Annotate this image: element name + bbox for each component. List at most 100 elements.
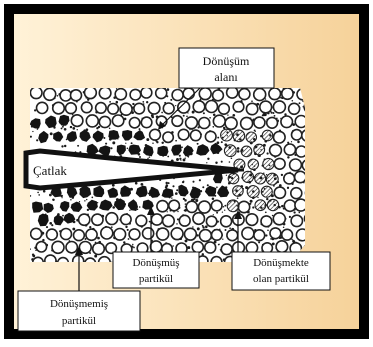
grain-dot [205, 225, 208, 228]
grain-dot [203, 112, 205, 114]
transforming-particle [233, 130, 245, 142]
untransformed-particle [274, 187, 285, 198]
grain-dot [146, 101, 148, 103]
untransformed-particle [183, 88, 194, 99]
untransformed-particle [157, 228, 169, 240]
untransformed-particle [291, 215, 302, 226]
grain-dot [132, 103, 134, 105]
untransformed-particle [254, 89, 266, 101]
grain-dot [133, 247, 135, 249]
grain-dot [129, 210, 130, 211]
untransformed-particle [205, 242, 216, 253]
grain-dot [213, 214, 214, 215]
grain-dot [270, 238, 272, 240]
untransformed-particle [186, 117, 198, 129]
untransformed-particle [290, 159, 302, 171]
grain-dot [231, 157, 233, 159]
grain-dot [266, 174, 267, 175]
untransformed-particle [221, 216, 232, 227]
grain-dot [237, 150, 240, 153]
grain-dot [127, 229, 129, 231]
grain-dot [183, 181, 185, 183]
untransformed-particle [66, 242, 77, 253]
untransformed-particle [129, 229, 140, 240]
grain-dot [32, 254, 35, 257]
transforming-particle [224, 145, 236, 157]
grain-dot [217, 141, 220, 144]
grain-dot [217, 137, 219, 139]
grain-dot [202, 186, 204, 188]
untransformed-particle [148, 102, 160, 114]
grain-dot [185, 158, 186, 159]
untransformed-particle [241, 117, 253, 129]
grain-dot [91, 197, 93, 199]
grain-dot [109, 128, 111, 130]
untransformed-particle [199, 118, 210, 129]
untransformed-particle [246, 103, 257, 114]
untransformed-particle [81, 102, 92, 113]
untransformed-particle [289, 103, 300, 114]
grain-dot [176, 223, 178, 225]
untransformed-particle [190, 130, 201, 141]
grain-dot [251, 100, 253, 102]
untransformed-particle [225, 117, 237, 129]
grain-dot [287, 187, 289, 189]
untransformed-particle [44, 88, 56, 100]
grain-dot [64, 128, 67, 131]
grain-dot [141, 183, 144, 186]
grain-dot [183, 115, 185, 117]
transforming-particle [241, 146, 252, 157]
grain-dot [215, 162, 217, 164]
grain-dot [166, 185, 168, 187]
untransformed-particle [66, 103, 77, 114]
grain-dot [207, 184, 209, 186]
grain-dot [109, 101, 111, 103]
grain-dot [156, 141, 158, 143]
grain-dot [86, 199, 87, 200]
grain-dot [287, 156, 289, 158]
grain-dot [227, 114, 228, 115]
untransformed-particle [101, 227, 113, 239]
grain-dot [167, 211, 168, 212]
grain-dot [289, 216, 291, 218]
grain-dot [232, 114, 235, 117]
grain-dot [297, 141, 300, 144]
grain-dot [183, 158, 186, 161]
grain-dot [292, 100, 294, 102]
grain-dot [179, 158, 181, 160]
untransformed-particle [108, 104, 119, 115]
grain-dot [229, 227, 231, 229]
grain-dot [139, 128, 141, 130]
untransformed-particle [130, 89, 141, 100]
untransformed-particle [233, 101, 244, 112]
grain-dot [192, 111, 195, 114]
grain-dot [116, 101, 119, 104]
grain-dot [283, 226, 285, 228]
transformed-label-line1: Dönüşmüş [132, 257, 179, 269]
grain-dot [212, 197, 215, 200]
untransformed-particle [169, 200, 180, 211]
grain-dot [265, 211, 267, 213]
untransformed-particle [36, 242, 46, 252]
grain-dot [265, 234, 267, 236]
transforming-particle [228, 173, 239, 184]
untransformed-particle [141, 87, 152, 98]
grain-dot [72, 228, 75, 231]
grain-dot [32, 131, 33, 132]
grain-dot [112, 184, 115, 187]
grain-dot [125, 226, 127, 228]
transforming-particle [248, 159, 258, 169]
untransformed-particle [156, 88, 167, 99]
untransformed-particle [246, 214, 258, 226]
untransformed-particle [295, 171, 306, 182]
grain-dot [212, 126, 214, 128]
untransformed-label-line2: partikül [62, 315, 96, 327]
grain-dot [37, 192, 39, 194]
untransformed-particle [96, 103, 107, 114]
untransformed-particle [99, 87, 111, 99]
grain-dot [199, 179, 201, 181]
grain-dot [195, 199, 198, 202]
untransformed-particle [157, 201, 168, 212]
transforming-particle [267, 199, 278, 210]
